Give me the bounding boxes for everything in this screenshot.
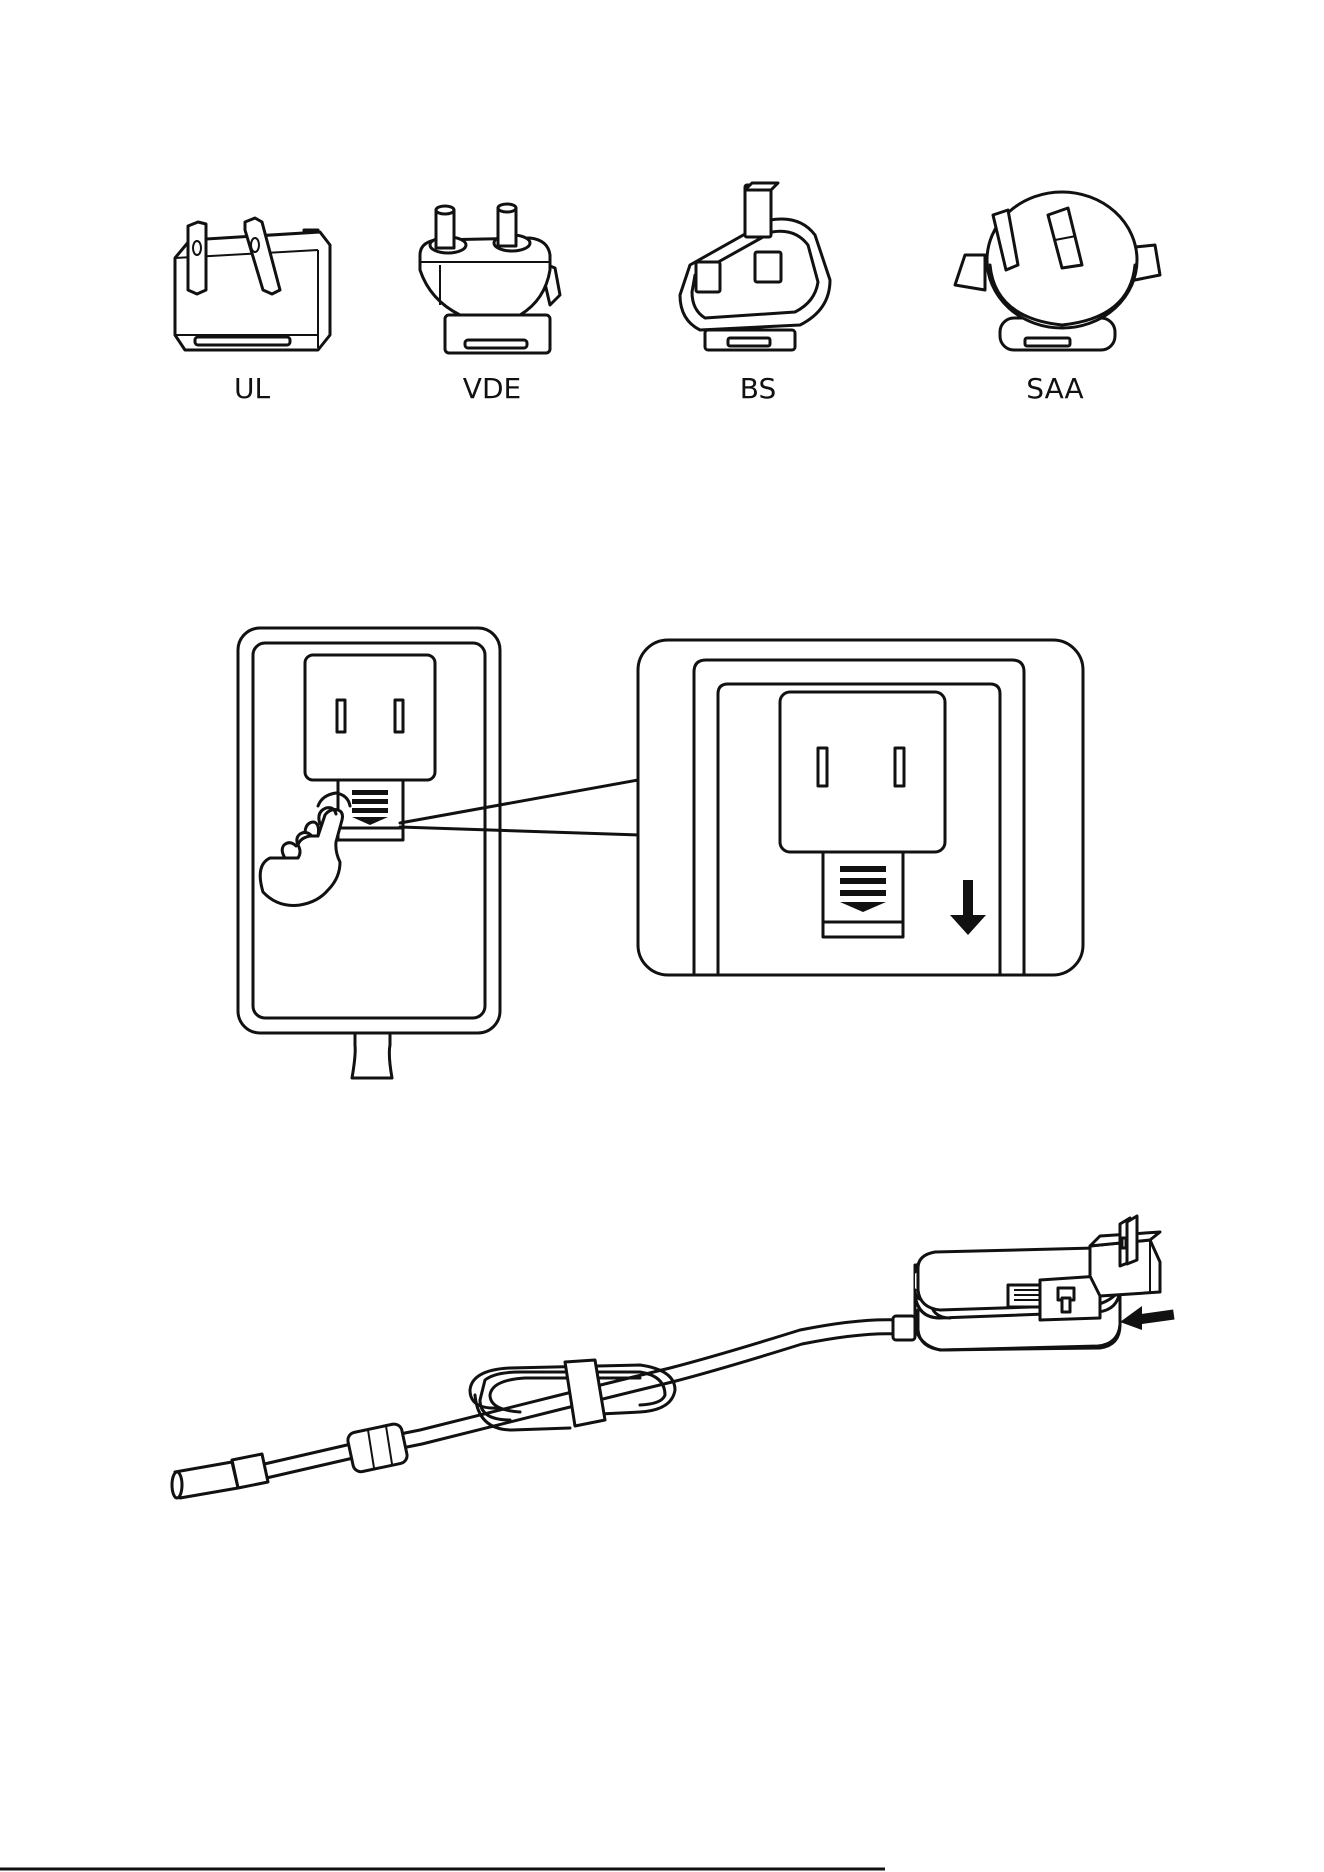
plug-label-saa: SAA bbox=[1026, 372, 1083, 405]
vde-plug-icon bbox=[420, 204, 560, 353]
ul-plug-icon bbox=[175, 218, 330, 350]
arrow-left-icon bbox=[1120, 1306, 1175, 1330]
adapter-assembly-view bbox=[915, 1216, 1160, 1350]
bs-plug-icon bbox=[680, 183, 830, 350]
adapter-front-view bbox=[238, 628, 500, 1078]
plug-label-vde: VDE bbox=[463, 372, 521, 405]
plug-label-bs: BS bbox=[740, 372, 777, 405]
saa-plug-icon bbox=[955, 192, 1160, 350]
plug-label-ul: UL bbox=[234, 372, 270, 405]
zoom-detail-panel bbox=[638, 640, 1083, 975]
dc-cable bbox=[172, 1316, 915, 1498]
